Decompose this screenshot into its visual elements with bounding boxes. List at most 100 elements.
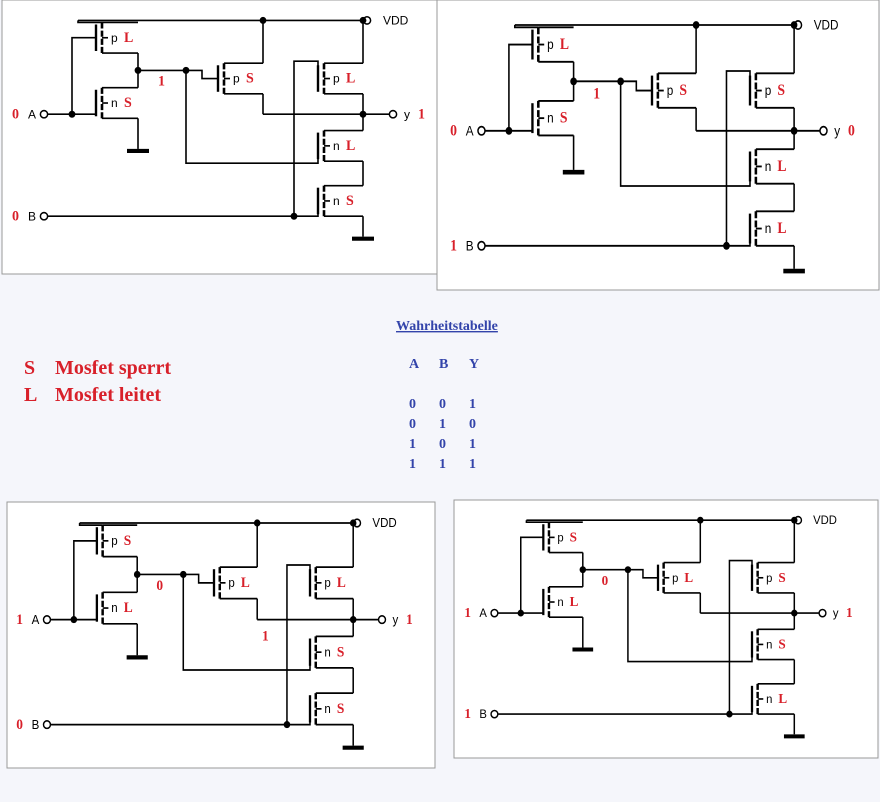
output-y-label: y (833, 607, 839, 620)
junction-dot (505, 126, 513, 135)
tt-header-b: B (439, 357, 448, 372)
vdd-label: VDD (383, 13, 409, 27)
n2-type: n (765, 158, 772, 174)
tt-cell-r0-c2: 1 (469, 397, 476, 412)
wire (185, 70, 319, 165)
tt-cell-r2-c0: 1 (409, 437, 416, 452)
terminal-circle (490, 608, 499, 618)
panel-4 (453, 499, 879, 759)
n3-type: n (765, 220, 772, 236)
wire (71, 36, 96, 116)
output-y-value: 1 (418, 106, 425, 122)
n1-type: n (557, 596, 563, 609)
p3-type: p (766, 571, 773, 584)
wire (73, 540, 97, 621)
p1-type: p (111, 534, 118, 549)
n3-type: n (324, 702, 330, 717)
legend: S Mosfet sperrt L Mosfet leitet (24, 357, 171, 406)
wire (728, 559, 753, 715)
input-a-value: 0 (450, 122, 457, 139)
truth-table-title: Wahrheitstabelle (396, 319, 498, 334)
terminal-circle (39, 109, 49, 119)
output-y-label: y (404, 107, 411, 121)
vdd-label: VDD (372, 516, 397, 531)
input-a-value: 1 (464, 605, 471, 621)
p2-type: p (667, 82, 674, 98)
wire (520, 536, 544, 614)
output-y-label: y (393, 612, 399, 627)
n2-type: n (324, 645, 330, 660)
junction-dot (68, 110, 76, 118)
wire (627, 569, 753, 663)
panel-1 (1, 0, 445, 275)
p1-state: L (124, 30, 133, 46)
tt-cell-r3-c1: 1 (439, 457, 446, 472)
input-b-label: B (28, 209, 36, 223)
n1-state: L (570, 594, 579, 610)
inverter-output-value: 0 (602, 572, 609, 588)
tt-cell-r3-c0: 1 (409, 457, 416, 472)
p3-type: p (765, 82, 772, 98)
output-y-value: 1 (406, 611, 413, 628)
inverter-output-value: 1 (158, 74, 165, 90)
wire (627, 568, 659, 579)
junction-dot (570, 77, 577, 86)
wire (508, 43, 533, 132)
terminal-circle (490, 709, 499, 719)
n1-state: S (124, 95, 132, 111)
p2-state: S (679, 82, 687, 99)
input-a-label: A (32, 612, 41, 627)
terminal-circle (818, 608, 827, 618)
input-b-value: 0 (16, 716, 23, 733)
vdd-label: VDD (813, 514, 837, 527)
junction-dot (517, 609, 524, 617)
input-a-label: A (28, 107, 37, 121)
wire (525, 520, 549, 524)
inverter-output-value: 0 (156, 578, 163, 595)
input-a-label: A (466, 122, 474, 138)
input-b-label: B (466, 237, 474, 253)
input-b-value: 1 (450, 237, 457, 254)
p2-type: p (233, 72, 240, 86)
terminal-circle (388, 109, 398, 119)
tt-cell-r0-c1: 0 (439, 397, 446, 412)
p2-state: L (684, 569, 693, 585)
junction-dot (790, 126, 798, 135)
input-a-value: 1 (16, 611, 23, 628)
node-value: 1 (262, 628, 269, 645)
wire (725, 70, 751, 246)
n1-type: n (111, 601, 117, 616)
p2-type: p (228, 576, 235, 591)
p1-state: S (570, 529, 577, 545)
terminal-circle (477, 125, 486, 136)
wire (294, 200, 319, 218)
n2-state: S (778, 636, 785, 652)
wire (726, 228, 751, 247)
p3-type: p (333, 72, 340, 86)
legend-key-s: S (24, 357, 35, 379)
tt-cell-r0-c0: 0 (409, 397, 416, 412)
terminal-circle (819, 125, 828, 136)
n1-type: n (111, 96, 118, 110)
output-y-value: 0 (848, 122, 855, 139)
tt-cell-r2-c2: 1 (469, 437, 476, 452)
n1-type: n (547, 110, 554, 126)
legend-text-l: Mosfet leitet (55, 384, 161, 406)
tt-cell-r1-c2: 0 (469, 417, 476, 432)
p2-type: p (672, 571, 679, 584)
tt-header-a: A (409, 357, 420, 372)
legend-key-l: L (24, 384, 37, 406)
junction-dot (697, 516, 704, 524)
terminal-circle (477, 240, 486, 251)
legend-text-s: Mosfet sperrt (55, 357, 171, 379)
wire (183, 573, 215, 584)
p3-type: p (324, 576, 331, 591)
n3-state: L (778, 691, 787, 707)
inverter-output-value: 1 (593, 86, 600, 103)
p1-type: p (557, 531, 564, 544)
